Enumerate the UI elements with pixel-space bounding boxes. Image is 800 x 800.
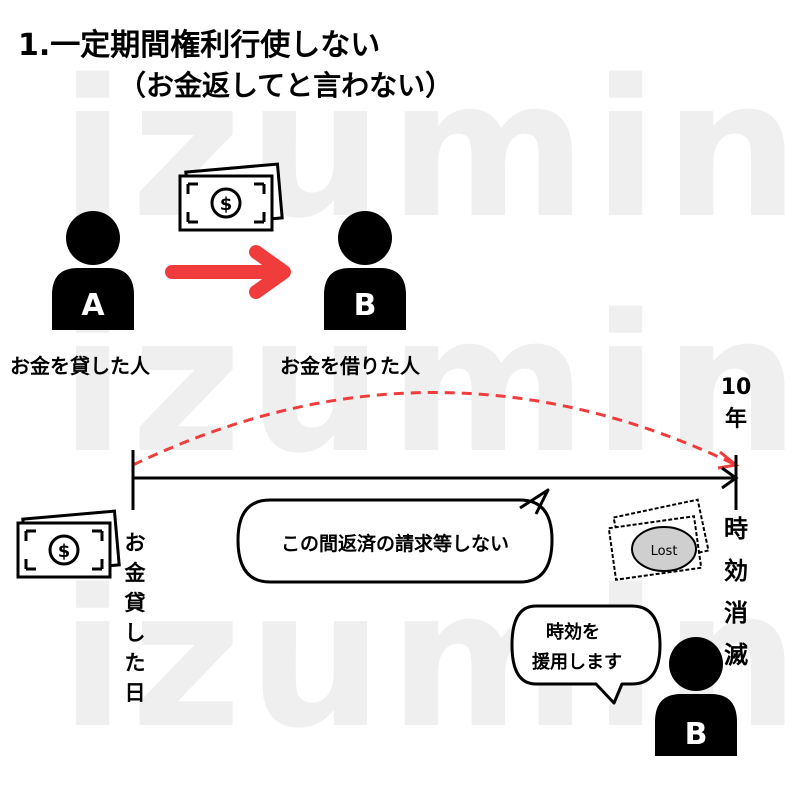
lost-text: Lost (651, 544, 678, 559)
speech-bubble-middle (236, 488, 554, 584)
end-char-3: 消 (724, 599, 748, 627)
start-char-6: 日 (124, 681, 146, 705)
start-char-1: お (124, 531, 146, 555)
person-b-bottom-icon: B (655, 637, 737, 756)
speech-b-line2: 援用します (532, 652, 622, 673)
timeline-arrowhead (721, 466, 739, 490)
transfer-arrow (165, 245, 291, 299)
dollar-symbol-top: $ (220, 194, 233, 215)
person-b-letter: B (354, 288, 377, 323)
speech-bubble-b (510, 604, 662, 705)
end-top-unit: 年 (724, 407, 747, 432)
dollar-symbol-bottom: $ (58, 541, 71, 562)
end-char-4: 滅 (724, 641, 748, 669)
start-char-5: た (124, 651, 146, 675)
person-a-icon: A (52, 211, 134, 330)
page-subtitle: （お金返してと言わない） (118, 69, 454, 102)
start-char-4: し (124, 621, 146, 645)
start-char-3: 貸 (124, 591, 146, 615)
person-b-bottom-letter: B (685, 717, 708, 752)
timeline-end-top-label: 10 年 (712, 372, 760, 436)
speech-middle-text: この間返済の請求等しない (280, 533, 509, 555)
end-char-2: 効 (724, 557, 748, 585)
start-char-2: 金 (124, 561, 146, 585)
banknote-icon-top: $ (178, 162, 284, 232)
dashed-arc (132, 391, 737, 467)
speech-b-line1: 時効を (546, 622, 600, 643)
lost-banknote-icon: Lost (607, 498, 710, 581)
person-a-letter: A (81, 288, 105, 323)
person-b-caption: お金を借りた人 (280, 354, 420, 378)
person-b-icon: B (324, 211, 406, 330)
end-char-1: 時 (724, 515, 748, 543)
end-top-number: 10 (720, 375, 752, 400)
person-a-caption: お金を貸した人 (10, 354, 150, 378)
page-title: 1.一定期間権利行使しない (18, 28, 381, 63)
banknote-icon-bottom: $ (16, 509, 121, 579)
watermark-2: izumin (60, 274, 800, 495)
timeline-end-label: 時 効 消 滅 (718, 508, 754, 676)
timeline-start-label: お 金 貸 し た 日 (120, 528, 150, 708)
